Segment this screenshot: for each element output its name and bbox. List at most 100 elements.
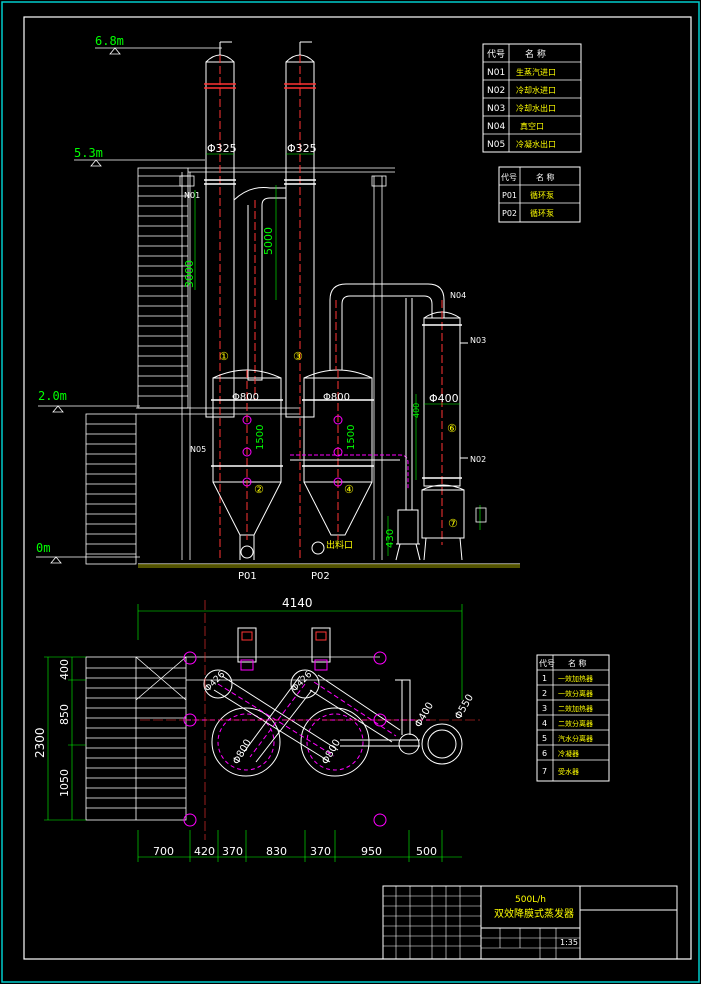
marker-3: ③ [293, 350, 303, 363]
condenser: Φ400 ⑥ N04 N03 N02 ⑦ [421, 291, 487, 561]
nozzle-n04: N04 [450, 291, 466, 300]
plan-receiver-diameter: Φ550 [453, 693, 476, 722]
equipment-table-header-code: 代号 [539, 658, 555, 668]
title-capacity: 500L/h [515, 895, 546, 905]
condenser-height: 400 [412, 403, 421, 418]
plan-width-500: 500 [416, 845, 437, 858]
inner-frame [23, 16, 692, 960]
elevation-label: 2.0m [38, 389, 67, 403]
plan-width-420: 420 [194, 845, 215, 858]
plan-depth-850: 850 [58, 704, 71, 725]
table-cell: 1 [542, 674, 547, 683]
table-cell: 二效加热器 [558, 704, 593, 713]
plan-width-370: 370 [222, 845, 243, 858]
plan-sep2-diameter: Φ800 [320, 738, 343, 767]
nozzle-n02: N02 [470, 455, 486, 464]
equipment-table-header-name: 名 称 [568, 658, 587, 668]
plan-width-830: 830 [266, 845, 287, 858]
title-block: 500L/h 双效降膜式蒸发器 1:35 [382, 885, 678, 960]
marker-1: ① [219, 350, 229, 363]
table-cell: N01 [487, 68, 505, 78]
table-cell: 真空口 [520, 121, 544, 131]
table-cell: 冷却水出口 [516, 103, 556, 113]
pump-table-header-name: 名 称 [536, 172, 555, 182]
marker-2: ② [254, 483, 264, 496]
outlet-label: 出料口 [326, 539, 353, 551]
table-cell: 2 [542, 689, 547, 698]
plan-width-700: 700 [153, 845, 174, 858]
nozzle-table-header-name: 名 称 [525, 48, 546, 60]
nozzle-table: 代号 名 称 N01 生蒸汽进口 N02 冷却水进口 N03 冷却水出口 N04… [482, 43, 582, 153]
title-name: 双效降膜式蒸发器 [494, 907, 574, 920]
elevation-view: 6.8m 5.3m 2.0m 0m [36, 34, 520, 582]
table-cell: 汽水分离器 [558, 734, 593, 743]
elevation-label: 6.8m [95, 34, 124, 48]
table-cell: 3 [542, 704, 547, 713]
table-cell: 一效分离器 [558, 689, 593, 698]
sep1-height: 1500 [255, 425, 266, 450]
col2-height: 5000 [262, 227, 275, 255]
table-cell: 冷凝水出口 [516, 139, 556, 149]
elevation-marker-6.8: 6.8m [95, 34, 222, 55]
tank-height: 430 [385, 529, 396, 548]
table-cell: 7 [542, 767, 547, 776]
col1-height: 3000 [183, 260, 196, 288]
plan-sep1-diameter: Φ800 [231, 738, 254, 767]
gas-water-separator: 430 400 [385, 394, 421, 561]
nozzle-n05: N05 [190, 445, 206, 454]
plan-depth-1050: 1050 [58, 769, 71, 797]
table-cell: 循环泵 [530, 208, 554, 218]
nozzle-table-header-code: 代号 [487, 49, 505, 60]
plan-view: 4140 Φ426 Φ426 Φ800 Φ800 [33, 596, 480, 862]
plan-width-950: 950 [361, 845, 382, 858]
pump-label-p02: P02 [311, 571, 330, 582]
platform-stairs [85, 167, 395, 565]
first-effect-heater: Φ325 ① [204, 41, 237, 560]
table-cell: 冷却水进口 [516, 85, 556, 95]
plan-width-370b: 370 [310, 845, 331, 858]
table-cell: P02 [502, 209, 517, 218]
table-cell: 5 [542, 734, 547, 743]
table-cell: 6 [542, 749, 547, 758]
table-cell: N04 [487, 122, 505, 132]
table-cell: 受水器 [558, 767, 579, 776]
col1-diameter: Φ325 [207, 142, 237, 155]
sep1-diameter: Φ800 [232, 392, 259, 403]
table-cell: N05 [487, 140, 505, 150]
pump-table: 代号 名 称 P01 循环泵 P02 循环泵 [498, 166, 581, 223]
marker-6: ⑥ [447, 422, 457, 435]
plan-condenser-diameter: Φ400 [413, 701, 436, 730]
pump-label-p01: P01 [238, 571, 257, 582]
table-cell: 冷凝器 [558, 749, 579, 758]
plan-depth-400: 400 [58, 659, 71, 680]
table-cell: N03 [487, 104, 505, 114]
first-effect-separator: Φ800 1500 ② [211, 369, 283, 560]
table-cell: 生蒸汽进口 [516, 67, 556, 77]
title-scale: 1:35 [560, 938, 578, 947]
nozzle-n01: N01 [184, 191, 200, 200]
elevation-marker-2.0: 2.0m [38, 389, 140, 413]
nozzle-n03: N03 [470, 336, 486, 345]
plan-total-width: 4140 [282, 596, 313, 610]
second-effect-heater: Φ325 ③ [284, 41, 317, 560]
col2-diameter: Φ325 [287, 142, 317, 155]
marker-7: ⑦ [448, 517, 458, 530]
marker-4: ④ [344, 483, 354, 496]
table-cell: 二效分离器 [558, 719, 593, 728]
table-cell: N02 [487, 86, 505, 96]
elevation-label: 0m [36, 541, 50, 555]
elevation-label: 5.3m [74, 146, 103, 160]
elevation-marker-0: 0m [36, 541, 140, 564]
second-effect-separator: Φ800 1500 ④ 出料口 [302, 369, 374, 555]
ground-hatch [138, 564, 520, 568]
plan-total-depth: 2300 [33, 727, 47, 758]
table-cell: 循环泵 [530, 190, 554, 200]
elevation-marker-5.3: 5.3m [74, 146, 205, 167]
sep2-diameter: Φ800 [323, 392, 350, 403]
table-cell: P01 [502, 191, 517, 200]
sep2-height: 1500 [346, 425, 357, 450]
table-cell: 一效加热器 [558, 674, 593, 683]
pump-table-header-code: 代号 [501, 172, 517, 182]
